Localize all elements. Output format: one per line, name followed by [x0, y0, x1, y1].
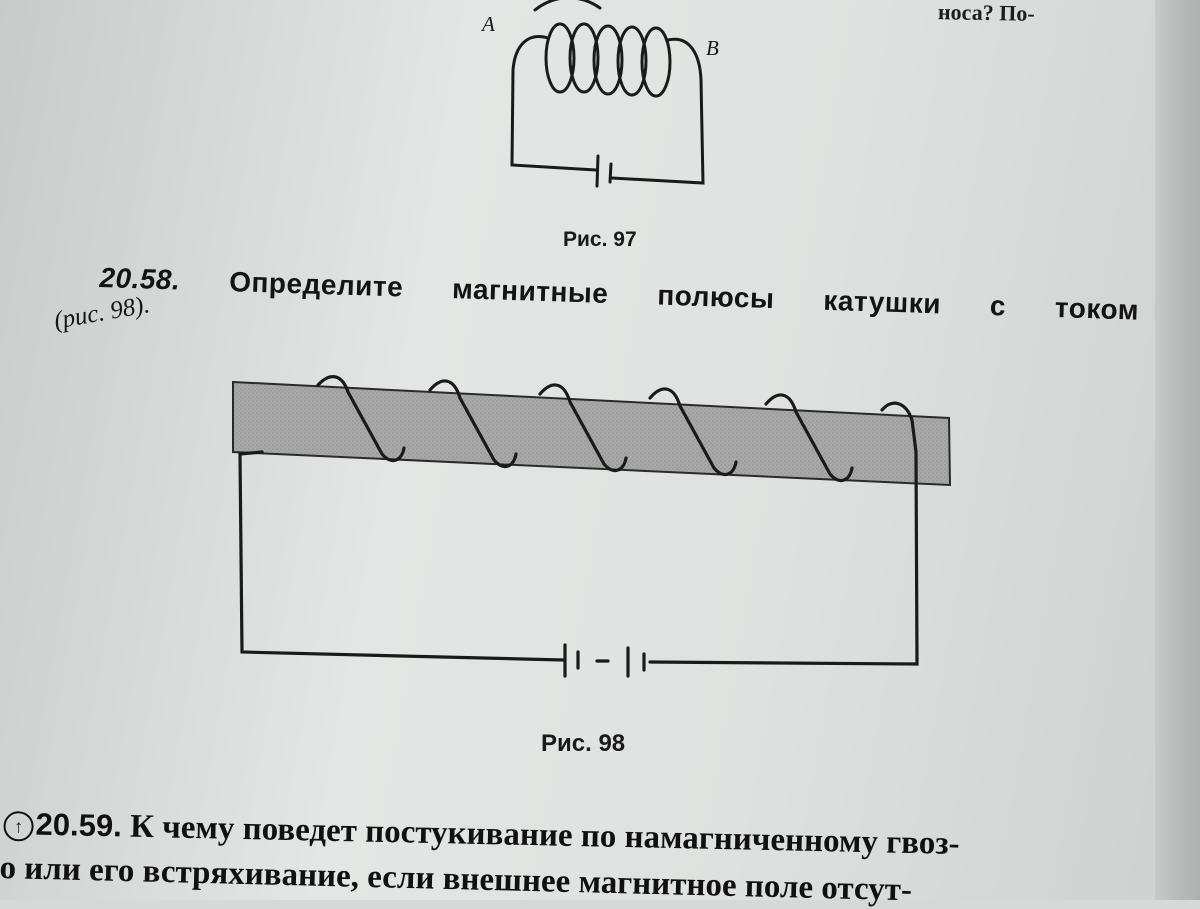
difficulty-arrow-icon: ↑ — [3, 811, 34, 843]
fig97-caption: Рис. 97 — [563, 228, 637, 251]
fig97-battery-long-plate — [595, 154, 600, 188]
fig97-right-wire — [610, 37, 705, 185]
fig97-coil — [533, 0, 672, 98]
page-edge — [1155, 0, 1200, 900]
fig97-left-wire — [510, 35, 598, 172]
fig98-caption: Рис. 98 — [541, 730, 626, 757]
fig98-left-wire — [238, 450, 565, 662]
fig98-iron-core — [232, 380, 952, 487]
fig98-coil — [316, 375, 918, 483]
fig97-label-b: B — [706, 36, 719, 60]
fig97-battery-short-plate — [608, 162, 613, 184]
problem-20-59-number: 20.59. — [35, 806, 123, 844]
fig98-right-wire — [648, 450, 919, 666]
fig97-label-a: A — [482, 12, 495, 36]
